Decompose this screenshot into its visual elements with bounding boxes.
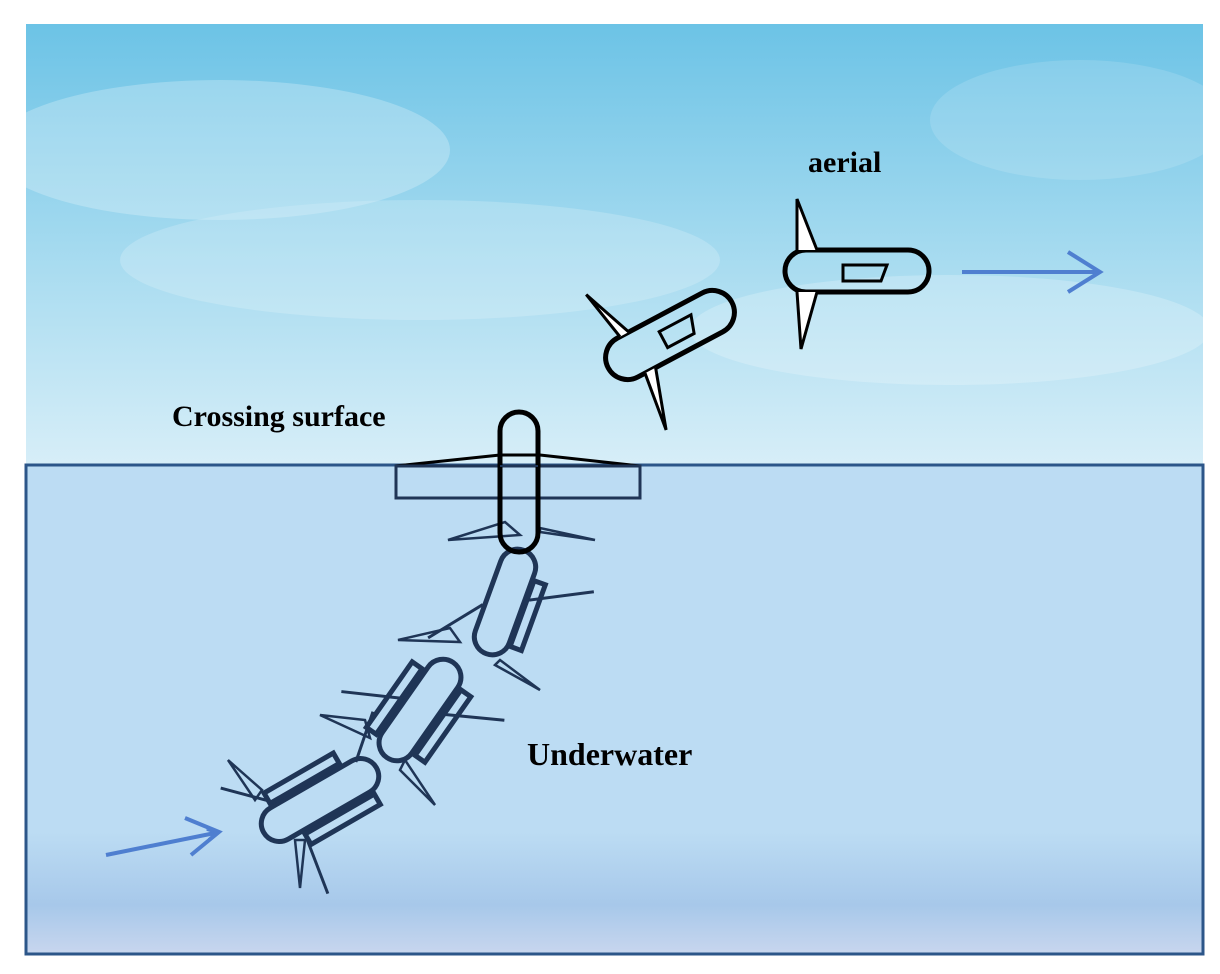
label-aerial: aerial <box>808 146 881 179</box>
crossing-vehicle <box>394 409 642 555</box>
chain-segment-2 <box>341 656 505 766</box>
level-aerial-vehicle <box>782 198 932 350</box>
water-region <box>24 463 1205 956</box>
outgoing-arrow-head <box>1066 250 1104 294</box>
chain-fins <box>226 520 596 889</box>
clouds <box>0 60 1220 385</box>
submerged-vehicle-chain <box>220 546 595 895</box>
rising-aerial-vehicle <box>585 287 737 431</box>
sky-background <box>26 24 1203 466</box>
crossing-vehicle-body <box>497 409 541 555</box>
label-underwater: Underwater <box>527 736 692 772</box>
label-crossing-surface: Crossing surface <box>172 400 386 433</box>
chain-segment-3 <box>220 711 384 895</box>
incoming-arrow-head <box>184 816 223 857</box>
incoming-arrow-icon <box>105 833 215 857</box>
